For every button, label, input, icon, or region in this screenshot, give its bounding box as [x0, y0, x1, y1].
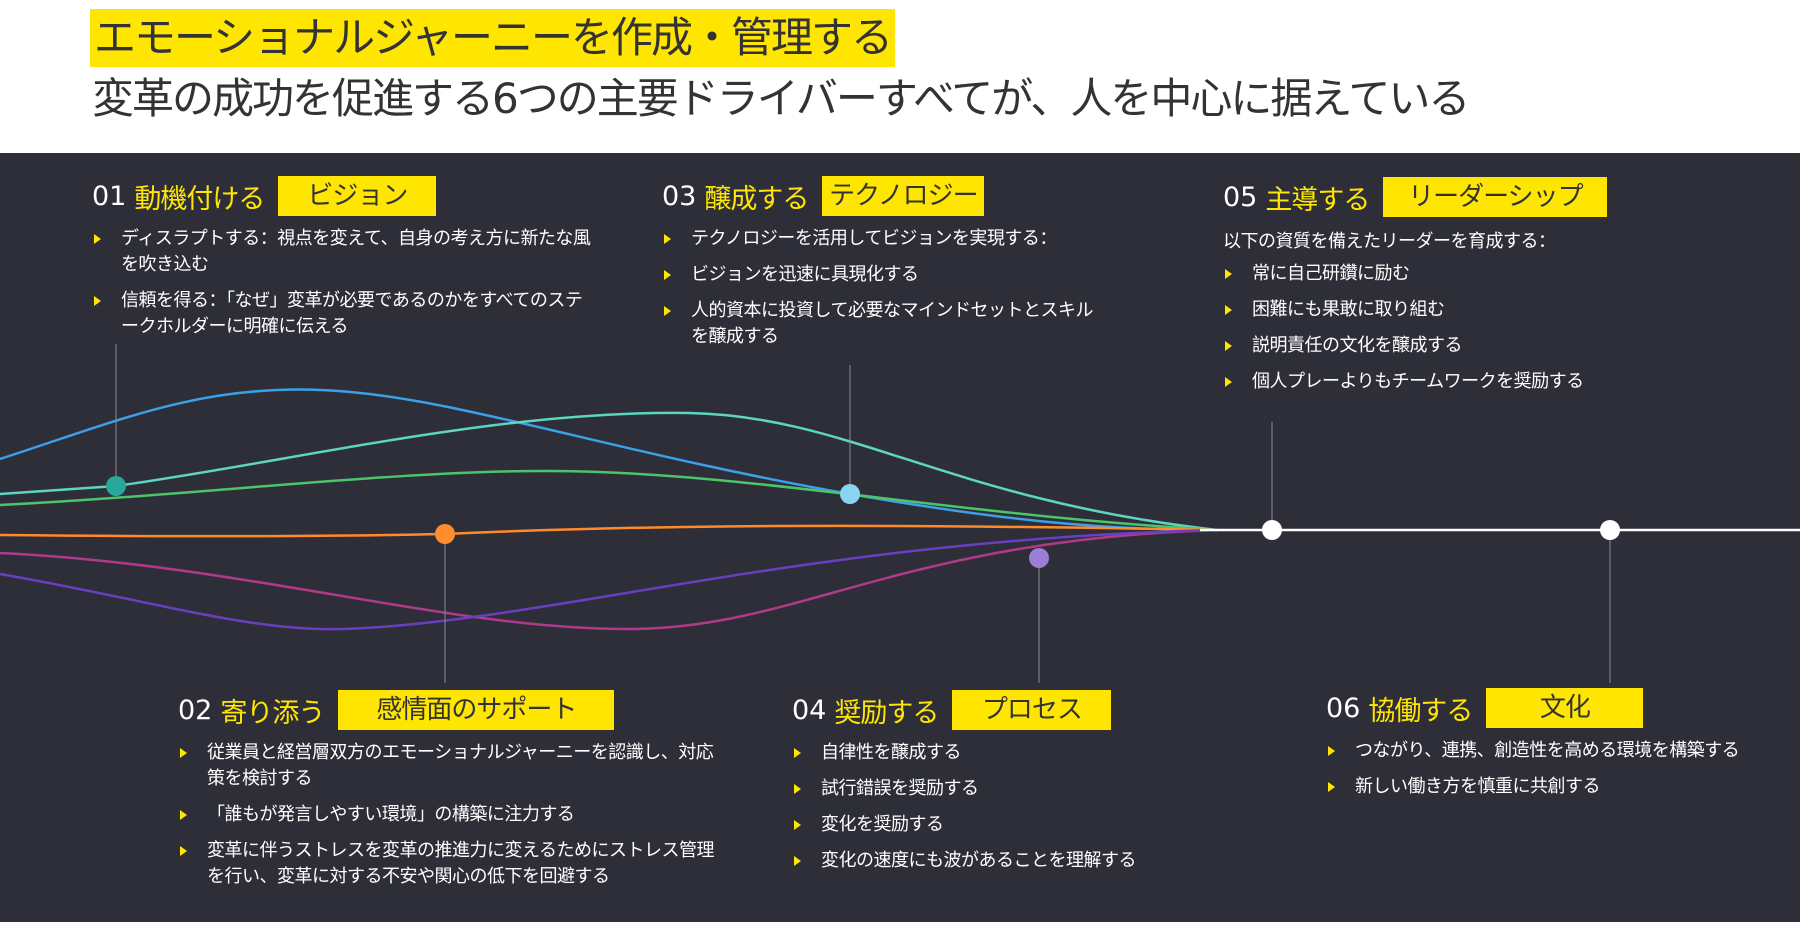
bullet: つながり、連携、創造性を高める環境を構築する	[1326, 738, 1796, 764]
driver-verb: 主導する	[1265, 184, 1370, 216]
bullet: 自律性を醸成する	[792, 740, 1212, 766]
driver-badge: プロセス	[952, 690, 1112, 730]
driver-number: 04	[792, 694, 827, 726]
journey-curve-magenta	[0, 528, 1218, 631]
milestone-dot-04	[1029, 548, 1049, 568]
milestone-dot-06	[1600, 520, 1620, 540]
milestone-dot-03	[840, 484, 860, 504]
driver-verb: 醸成する	[704, 183, 809, 215]
bullet: テクノロジーを活用してビジョンを実現する：	[662, 226, 1102, 252]
milestone-dot-02	[435, 524, 455, 544]
journey-curve-green	[0, 469, 1218, 532]
journey-curve-blue	[0, 388, 1218, 532]
bullet: 常に自己研鑽に励む	[1223, 261, 1723, 287]
driver-badge: 文化	[1486, 688, 1644, 728]
journey-curve-orange	[0, 524, 1218, 538]
driver-number: 03	[662, 180, 697, 212]
driver-verb: 寄り添う	[220, 697, 325, 729]
driver-number: 06	[1326, 692, 1361, 724]
milestone-dot-05	[1262, 520, 1282, 540]
journey-curve-purple	[0, 528, 1218, 631]
bullet: ビジョンを迅速に具現化する	[662, 262, 1102, 288]
bullet: 説明責任の文化を醸成する	[1223, 333, 1723, 359]
driver-badge: 感情面のサポート	[338, 690, 615, 730]
drivers-panel	[0, 153, 1800, 922]
driver-badge: ビジョン	[278, 176, 437, 216]
bullet: 変化を奨励する	[792, 812, 1212, 838]
driver-number: 02	[178, 694, 213, 726]
bullet: 人的資本に投資して必要なマインドセットとスキルを醸成する	[662, 298, 1102, 350]
page-subtitle: 変革の成功を促進する6つの主要ドライバーすべてが、人を中心に据えている	[92, 74, 1470, 123]
driver-intro: 以下の資質を備えたリーダーを育成する：	[1223, 231, 1556, 252]
bullet: ディスラプトする：視点を変えて、自身の考え方に新たな風を吹き込む	[92, 226, 592, 278]
milestone-dot-01	[106, 476, 126, 496]
driver-badge: テクノロジー	[822, 176, 985, 216]
driver-badge: リーダーシップ	[1383, 177, 1608, 217]
bullet: 変化の速度にも波があることを理解する	[792, 848, 1212, 874]
driver-number: 01	[92, 180, 127, 212]
driver-verb: 協働する	[1368, 695, 1473, 727]
bullet: 信頼を得る：「なぜ」変革が必要であるのかをすべてのステークホルダーに明確に伝える	[92, 288, 592, 340]
driver-verb: 動機付ける	[134, 183, 265, 215]
bullet: 変革に伴うストレスを変革の推進力に変えるためにストレス管理を行い、変革に対する不…	[178, 838, 718, 890]
bullet: 困難にも果敢に取り組む	[1223, 297, 1723, 323]
bullet: 個人プレーよりもチームワークを奨励する	[1223, 369, 1723, 395]
driver-verb: 奨励する	[834, 697, 939, 729]
driver-number: 05	[1223, 181, 1258, 213]
bullet: 試行錯誤を奨励する	[792, 776, 1212, 802]
bullet: 新しい働き方を慎重に共創する	[1326, 774, 1796, 800]
bullet: 従業員と経営層双方のエモーショナルジャーニーを認識し、対応策を検討する	[178, 740, 718, 792]
bullet: 「誰もが発言しやすい環境」の構築に注力する	[178, 802, 718, 828]
page-title: エモーショナルジャーニーを作成・管理する	[90, 9, 896, 67]
